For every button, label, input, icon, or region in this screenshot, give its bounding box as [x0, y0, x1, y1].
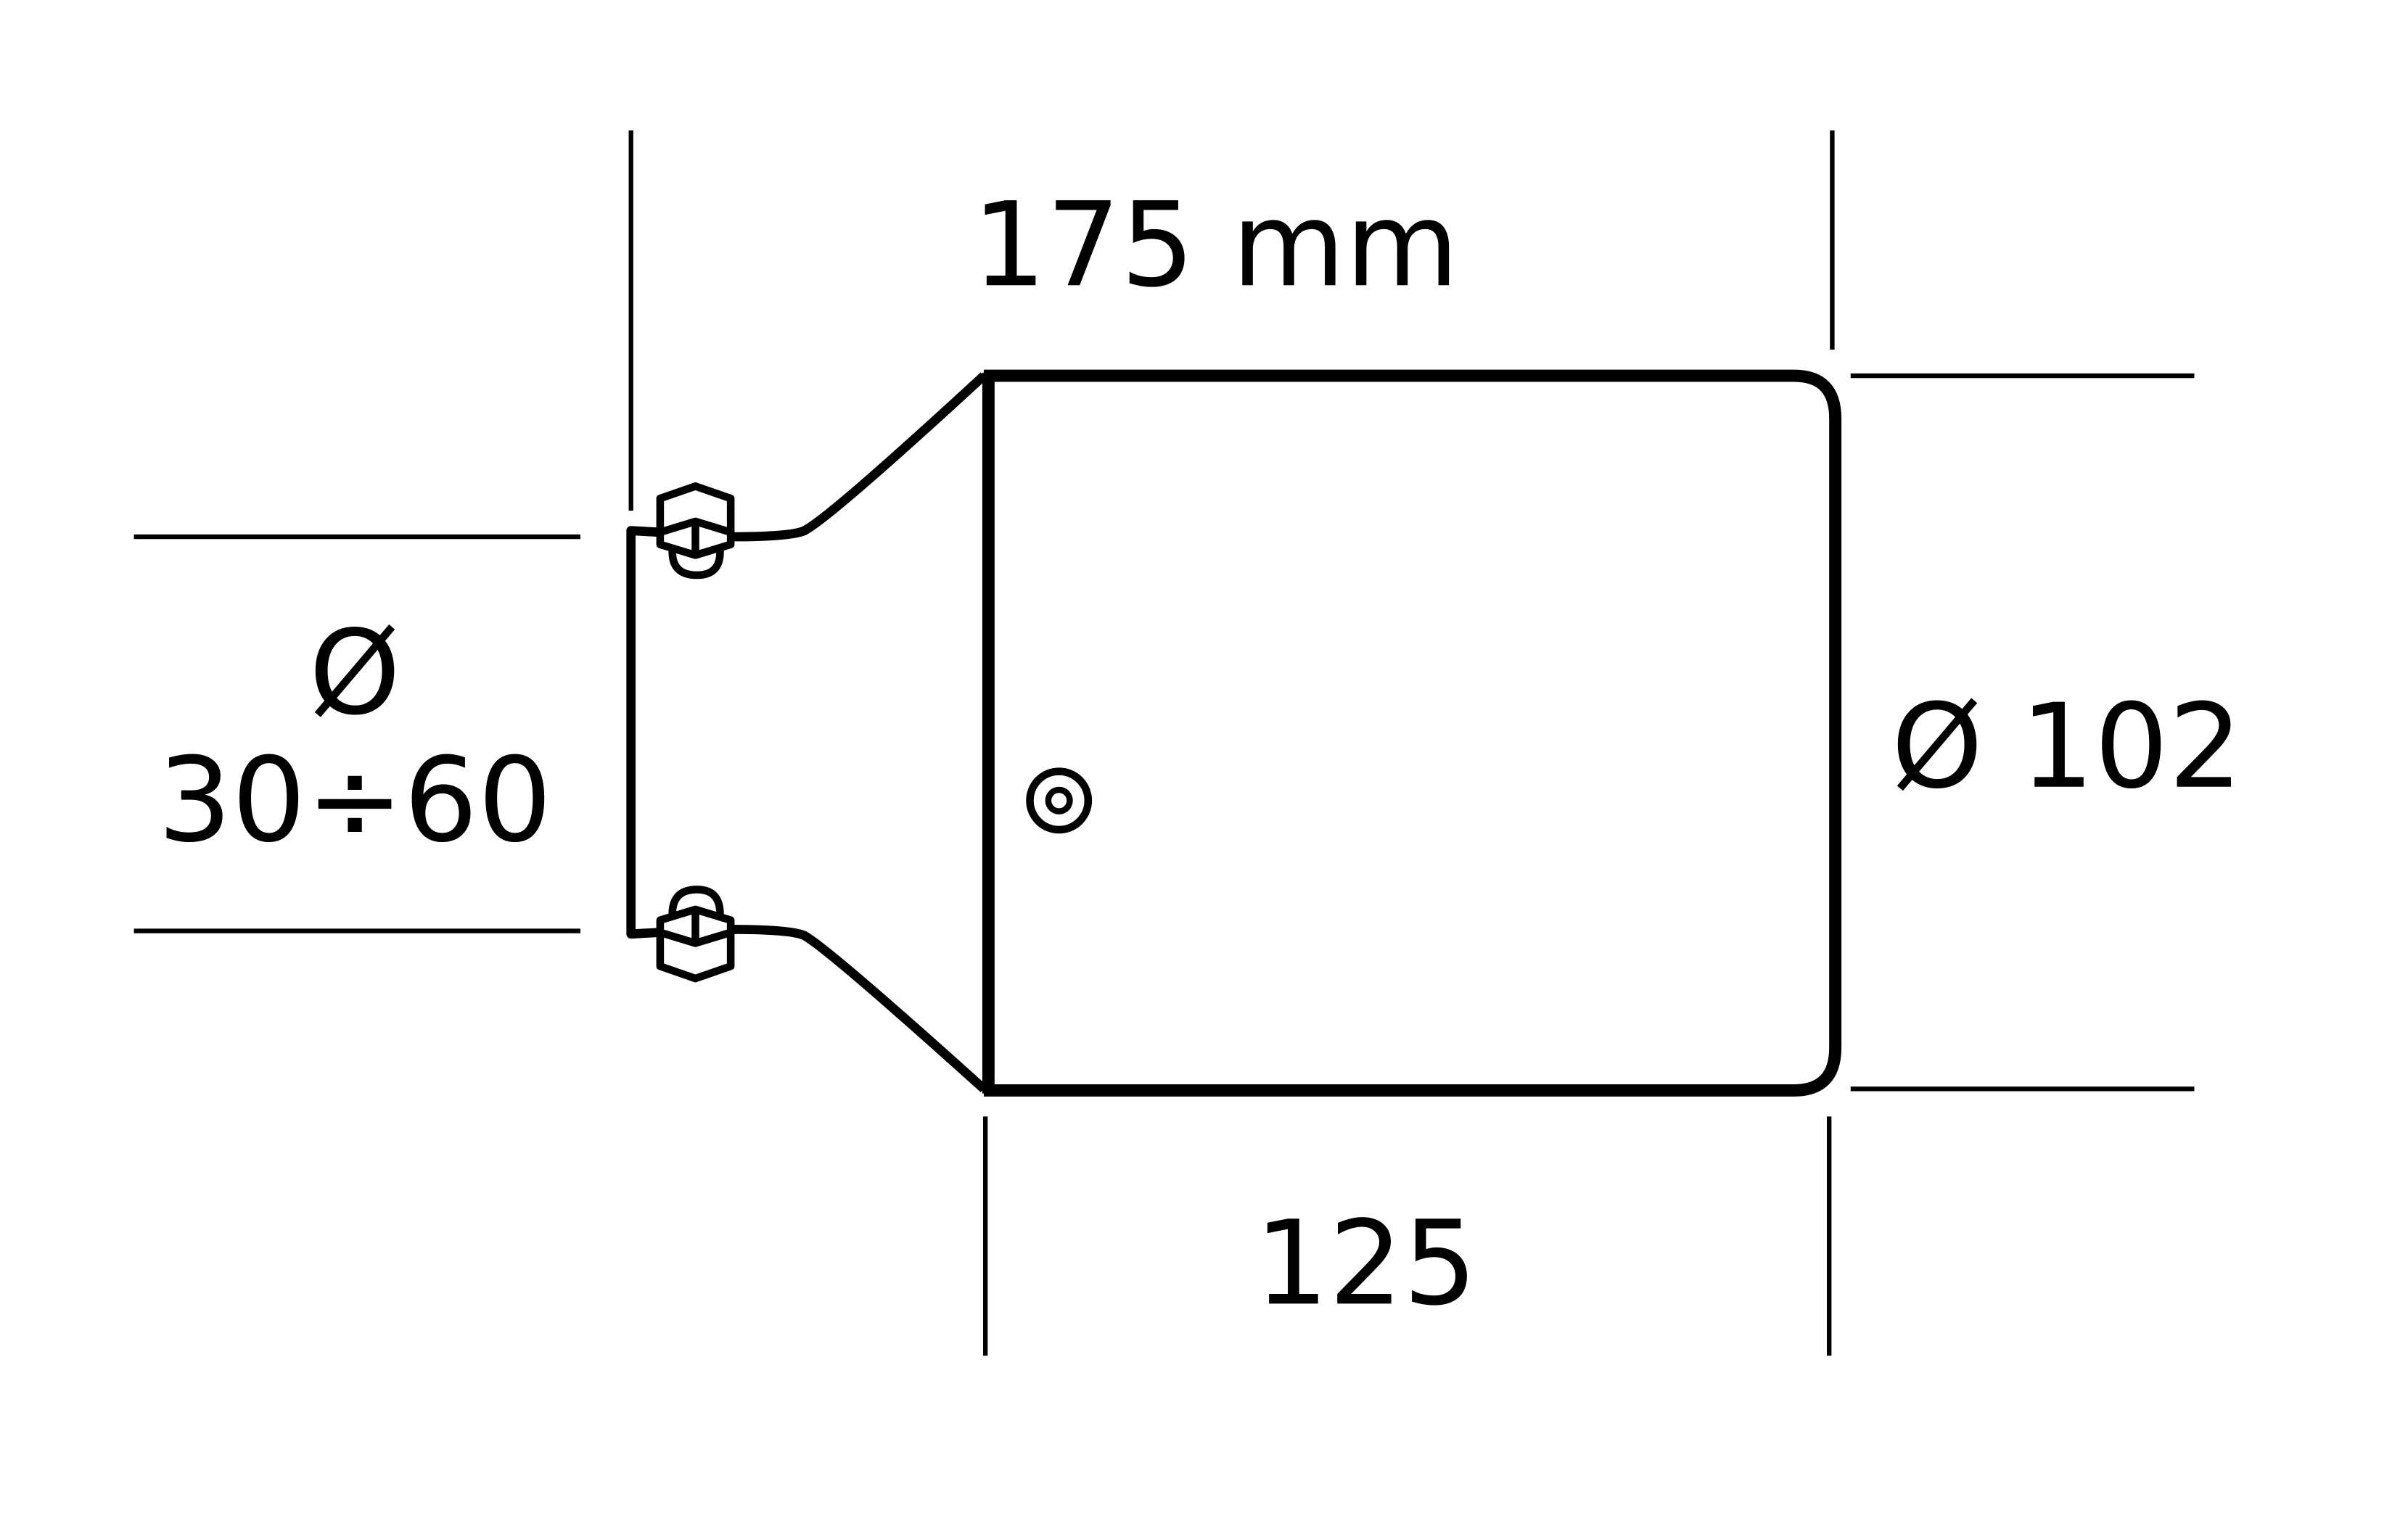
set-screw-icon	[1026, 767, 1093, 834]
cone-lower-edge	[729, 925, 987, 1093]
overall-length-label: 175 mm	[972, 177, 1459, 313]
exhaust-tip-body	[982, 369, 1842, 1097]
dimension-lines	[133, 130, 2195, 1356]
inlet-diameter-range-label: 30÷60	[157, 733, 552, 868]
cone-upper-edge	[729, 372, 987, 542]
outlet-diameter-label: Ø 102	[1891, 679, 2243, 814]
inlet-pipe-stub	[626, 526, 659, 939]
inlet-diameter-symbol: Ø	[309, 605, 400, 741]
hex-bolt-clamp-icon	[656, 886, 735, 983]
tip-barrel	[984, 369, 1842, 1097]
body-length-label: 125	[1254, 1195, 1477, 1331]
hex-bolt-clamp-icon	[656, 482, 735, 580]
inlet-cone	[626, 372, 987, 1093]
